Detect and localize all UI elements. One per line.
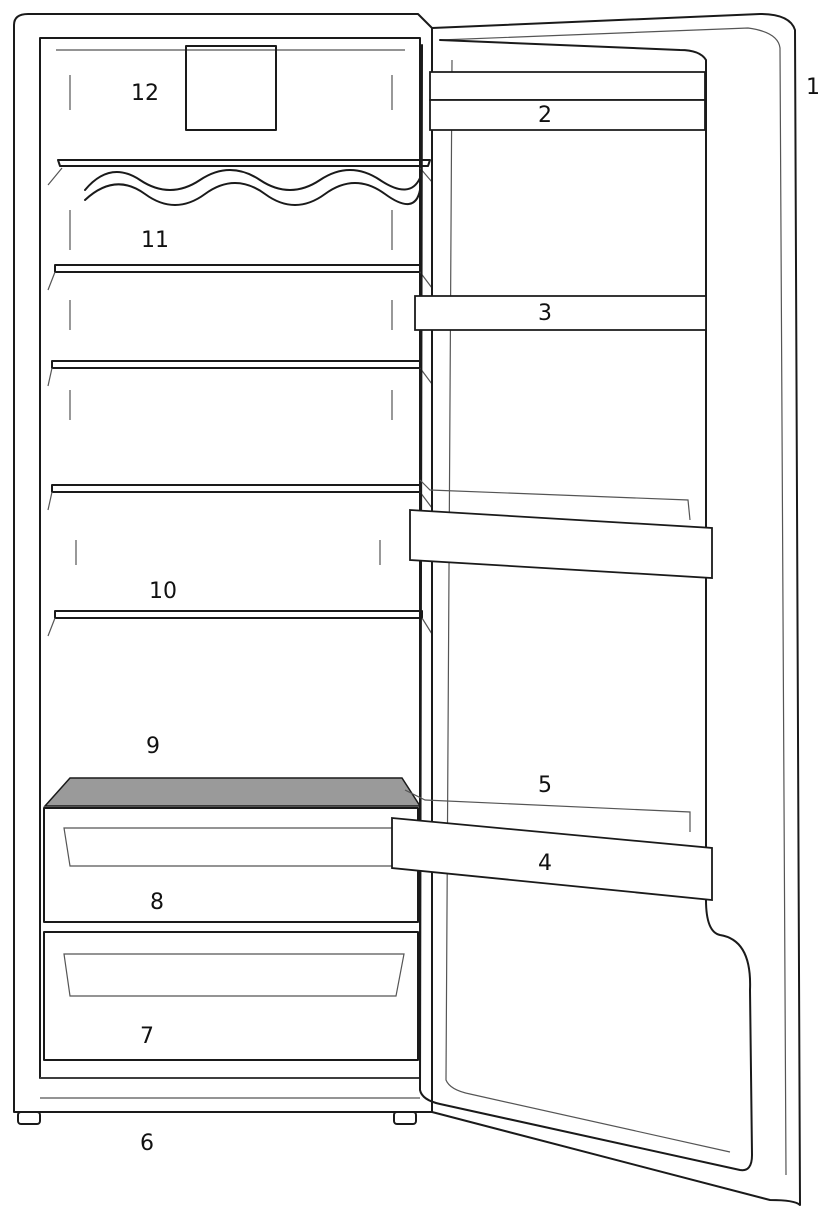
- door-bin-large: [409, 479, 713, 579]
- callout-7: 7: [140, 1024, 154, 1049]
- crisper-drawer-lower: [43, 931, 419, 1061]
- crisper-cover: [43, 777, 422, 807]
- callout-labels: 1 2 3 4 5 6 7 8 9 10 11 12: [131, 75, 820, 1156]
- callout-6: 6: [140, 1131, 154, 1156]
- callout-10: 10: [149, 579, 177, 604]
- door-bin-bottom: [391, 789, 713, 901]
- callout-11: 11: [141, 228, 169, 253]
- door-bin-middle: [414, 295, 707, 331]
- callout-9: 9: [146, 734, 160, 759]
- callout-8: 8: [150, 890, 164, 915]
- callout-1: 1: [806, 75, 820, 100]
- wine-rack: [47, 159, 433, 206]
- door-bin-top: [429, 71, 706, 131]
- callout-12: 12: [131, 81, 159, 106]
- light-unit: [185, 45, 277, 131]
- callout-3: 3: [538, 301, 552, 326]
- glass-shelves: [47, 264, 433, 637]
- callout-5: 5: [538, 773, 552, 798]
- adjustable-feet: [17, 1111, 417, 1125]
- callout-2: 2: [538, 103, 552, 128]
- door: [419, 13, 801, 1206]
- crisper-drawer-upper: [43, 807, 419, 923]
- callout-4: 4: [538, 851, 552, 876]
- cabinet: [13, 13, 433, 1113]
